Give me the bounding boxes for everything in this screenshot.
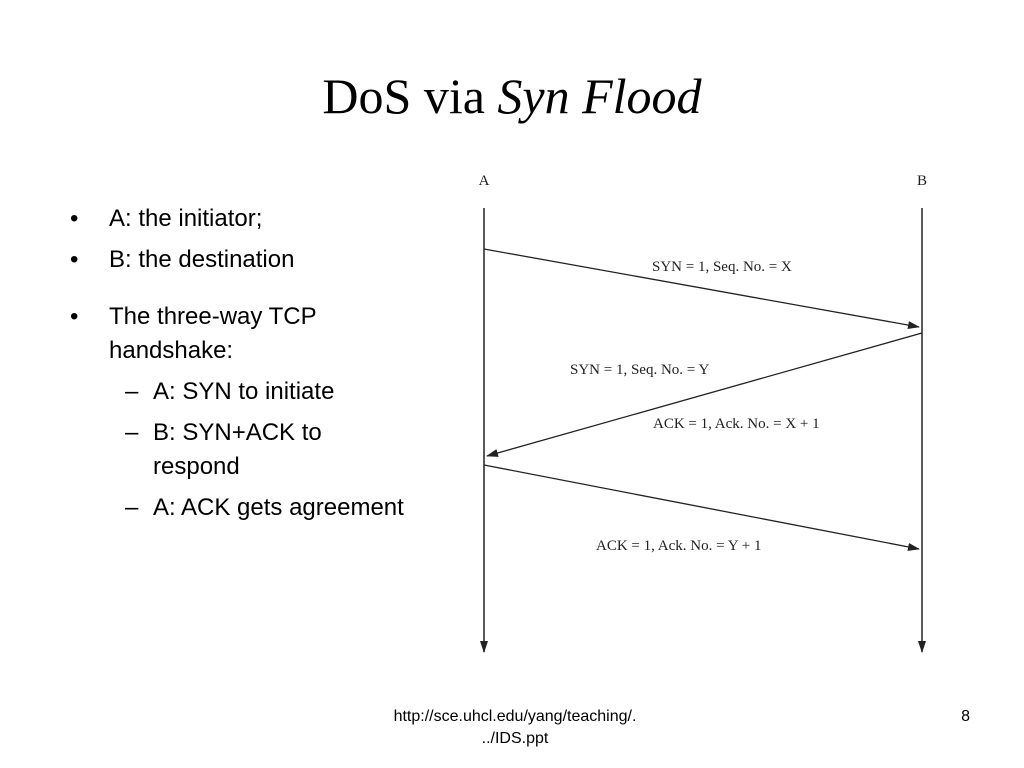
ack-arrow bbox=[483, 464, 920, 551]
synack-arrow bbox=[486, 332, 923, 457]
ack-message-label: ACK = 1, Ack. No. = Y + 1 bbox=[596, 538, 762, 554]
sub-bullet-text-line2: respond bbox=[153, 453, 240, 480]
sub-bullet-dash: – bbox=[125, 378, 139, 405]
host-a-label: A bbox=[479, 173, 490, 189]
bullet-text-line2: handshake: bbox=[109, 337, 234, 364]
host-b-label: B bbox=[917, 173, 927, 189]
sub-bullet-text: A: SYN to initiate bbox=[153, 378, 335, 405]
bullet-dot: • bbox=[70, 246, 79, 273]
sub-bullet-dash: – bbox=[125, 419, 139, 446]
footer-url-line1: http://sce.uhcl.edu/yang/teaching/. bbox=[393, 708, 637, 725]
bullet-text: B: the destination bbox=[109, 246, 295, 273]
footer-url-line2: ../IDS.ppt bbox=[481, 730, 549, 747]
syn-arrow bbox=[483, 248, 920, 329]
sub-bullet-text-line1: B: SYN+ACK to bbox=[153, 419, 322, 446]
sub-bullet-text: A: ACK gets agreement bbox=[153, 494, 404, 521]
synack-message-label-ack: ACK = 1, Ack. No. = X + 1 bbox=[653, 416, 820, 432]
syn-message-label: SYN = 1, Seq. No. = X bbox=[652, 259, 792, 275]
title-regular: DoS via bbox=[322, 68, 498, 124]
bullet-text: A: the initiator; bbox=[109, 205, 263, 232]
page-number: 8 bbox=[961, 708, 970, 725]
bullet-dot: • bbox=[70, 205, 79, 232]
title-italic: Syn Flood bbox=[497, 68, 702, 124]
footer-url: http://sce.uhcl.edu/yang/teaching/. ../I… bbox=[330, 706, 700, 750]
bullet-dot: • bbox=[70, 303, 79, 330]
bullet-text-line1: The three-way TCP bbox=[109, 303, 317, 330]
synack-message-label-seq: SYN = 1, Seq. No. = Y bbox=[570, 362, 709, 378]
sub-bullet-dash: – bbox=[125, 494, 139, 521]
slide-title: DoS via Syn Flood bbox=[0, 66, 1024, 126]
